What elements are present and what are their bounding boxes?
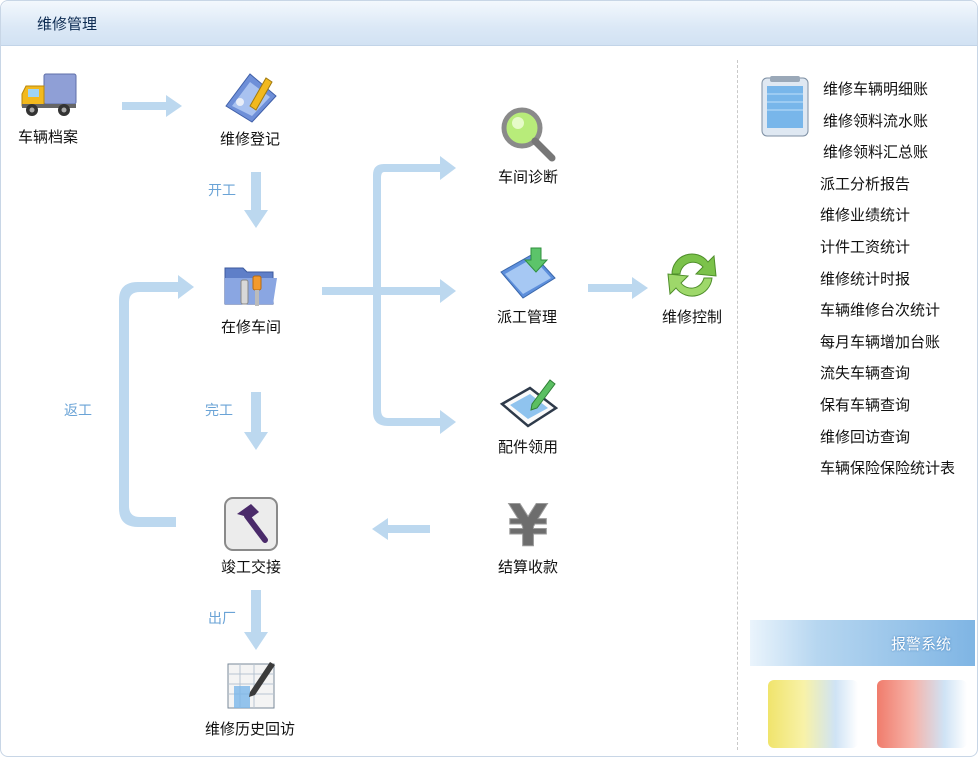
alarm-title: 报警系统 [890, 634, 951, 653]
report-item[interactable]: 计件工资统计 [820, 237, 911, 256]
truck-icon [21, 73, 77, 116]
node-label: 派工管理 [497, 308, 558, 326]
node-vehicle-archive[interactable]: 车辆档案 [18, 64, 78, 147]
node-workshop[interactable]: 在修车间 [221, 254, 281, 337]
node-settlement[interactable]: ¥ 结算收款 [498, 494, 558, 577]
report-item[interactable]: 保有车辆查询 [820, 395, 911, 414]
flow-arrows [119, 95, 648, 650]
tool-folder-icon [224, 267, 277, 306]
hammer-icon [224, 497, 278, 551]
report-item[interactable]: 维修领料汇总账 [823, 143, 929, 162]
arrow-handover-history [244, 590, 268, 650]
register-icon [225, 73, 277, 123]
report-item[interactable]: 维修领料流水账 [823, 111, 929, 130]
alarm-indicator-red[interactable] [877, 680, 967, 748]
report-item[interactable]: 派工分析报告 [820, 174, 911, 193]
title-bar: 维修管理 [1, 1, 977, 46]
node-label: 在修车间 [221, 318, 282, 336]
node-label: 配件领用 [498, 438, 559, 456]
node-label: 车辆档案 [18, 128, 79, 146]
hint-exit: 出厂 [208, 611, 236, 627]
arrow-to-diagnosis [384, 156, 456, 180]
node-label: 车间诊断 [498, 168, 559, 186]
node-history[interactable]: 维修历史回访 [205, 656, 295, 739]
hint-finish: 完工 [205, 403, 233, 419]
spreadsheet-pen-icon [227, 662, 275, 709]
node-label: 维修历史回访 [205, 720, 296, 738]
yen-icon: ¥ [507, 494, 548, 554]
node-parts[interactable]: 配件领用 [498, 374, 558, 457]
report-item[interactable]: 维修车辆明细账 [823, 80, 929, 98]
arrow-dispatch-control [588, 277, 648, 299]
svg-text:¥: ¥ [508, 494, 548, 554]
report-item[interactable]: 维修回访查询 [820, 427, 911, 446]
arrow-register-workshop [244, 172, 268, 228]
tablet-pen-icon [499, 379, 558, 428]
report-item[interactable]: 维修统计时报 [820, 269, 911, 288]
node-diagnosis[interactable]: 车间诊断 [498, 104, 558, 187]
hint-start: 开工 [208, 183, 236, 199]
report-item[interactable]: 车辆维修台次统计 [820, 301, 941, 320]
hint-rework: 返工 [64, 403, 92, 419]
node-label: 维修控制 [662, 308, 723, 326]
node-repair-control[interactable]: 维修控制 [662, 244, 722, 327]
arrow-workshop-handover [244, 392, 268, 450]
refresh-icon [667, 253, 717, 297]
alarm-system-header[interactable]: 报警系统 [750, 620, 975, 666]
node-label: 维修登记 [220, 130, 281, 148]
magnifier-icon [501, 107, 556, 162]
report-item[interactable]: 维修业绩统计 [820, 206, 911, 225]
arrow-settlement-handover [372, 518, 430, 540]
node-handover[interactable]: 竣工交接 [221, 494, 281, 577]
node-dispatch[interactable]: 派工管理 [497, 244, 557, 327]
window-title: 维修管理 [37, 15, 98, 33]
report-item[interactable]: 每月车辆增加台账 [820, 332, 941, 351]
arrow-to-parts [388, 410, 456, 434]
report-item[interactable]: 流失车辆查询 [820, 364, 911, 383]
report-book-icon [761, 76, 809, 137]
node-label: 结算收款 [498, 558, 559, 576]
panel-divider [737, 60, 738, 750]
node-label: 竣工交接 [221, 558, 282, 576]
node-repair-register[interactable]: 维修登记 [220, 66, 280, 149]
report-item[interactable]: 车辆保险保险统计表 [820, 459, 956, 478]
arrow-workshop-branch [322, 287, 380, 295]
alarm-indicator-yellow[interactable] [768, 680, 858, 748]
download-folder-icon [500, 247, 556, 299]
report-list: 维修车辆明细账 维修领料流水账 维修领料汇总账 派工分析报告 维修业绩统计 计件… [820, 78, 955, 489]
arrow-rework-loop [119, 275, 194, 527]
arrow-archive-register [122, 95, 182, 117]
arrow-to-dispatch [380, 279, 456, 303]
